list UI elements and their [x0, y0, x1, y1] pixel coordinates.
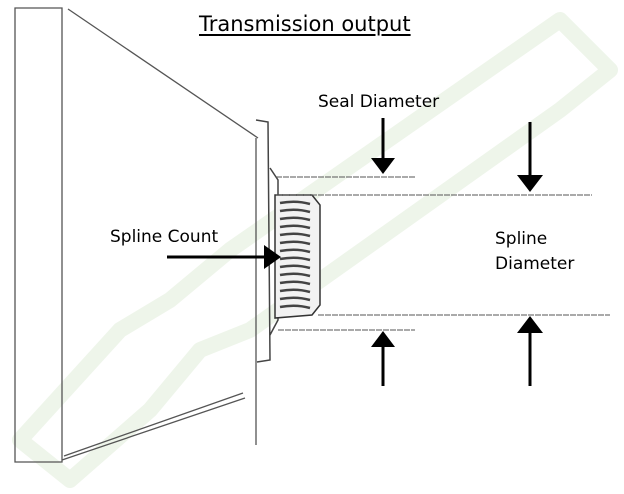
spline-tooth — [279, 280, 311, 286]
seal-diameter-label: Seal Diameter — [318, 92, 440, 112]
output-spline — [274, 194, 321, 319]
spline-tooth — [279, 232, 311, 238]
spline-tooth — [279, 216, 311, 222]
spline-diameter-label: Spline Diameter — [495, 227, 574, 277]
spline-tooth — [279, 224, 311, 230]
spline-diameter-line2: Diameter — [495, 254, 575, 274]
dimension-lines — [276, 176, 610, 331]
spline-tooth — [279, 208, 311, 214]
spline-diameter-line1: Spline — [495, 229, 548, 249]
spline-tooth — [279, 248, 311, 254]
seal-bottom-arrow — [371, 331, 395, 386]
spline-bottom-arrow — [517, 316, 543, 386]
transmission-housing — [14, 7, 259, 463]
spline-count-label: Spline Count — [110, 227, 219, 247]
spline-tooth — [279, 304, 311, 310]
spline-count-arrow — [167, 245, 281, 269]
spline-tooth — [279, 256, 311, 262]
spline-tooth — [279, 264, 311, 270]
spline-tooth — [279, 240, 311, 246]
spline-tooth — [279, 200, 311, 206]
spline-tooth — [279, 288, 311, 294]
seal-top-arrow — [371, 118, 395, 174]
watermark-logo — [12, 12, 618, 488]
diagram-title: Transmission output — [199, 12, 411, 36]
spline-top-arrow — [517, 122, 543, 192]
spline-tooth — [279, 272, 311, 278]
spline-tooth — [279, 296, 311, 302]
